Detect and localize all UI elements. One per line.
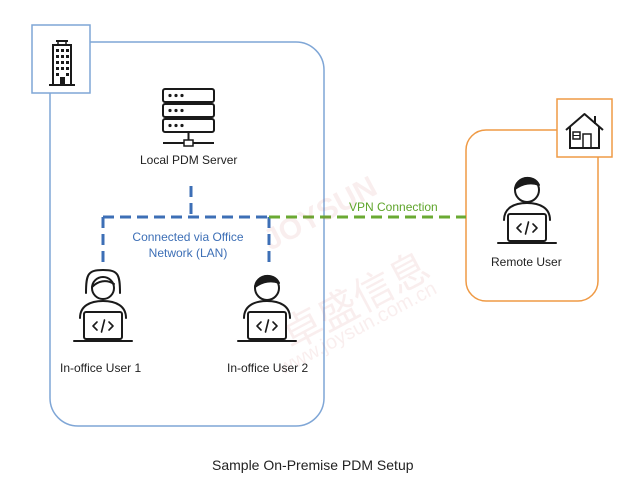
vpn-connection-label: VPN Connection <box>349 200 438 214</box>
house-icon <box>556 98 613 158</box>
building-icon <box>31 24 91 94</box>
office-boundary <box>49 41 325 427</box>
remote-user-laptop-icon <box>497 177 557 244</box>
user2-laptop-icon <box>237 275 297 342</box>
lan-label-line2: Network (LAN) <box>148 246 228 260</box>
diagram-caption: Sample On-Premise PDM Setup <box>212 457 414 473</box>
lan-label-line1: Connected via Office <box>132 230 244 244</box>
lan-connection-line <box>101 186 271 268</box>
server-icon <box>162 88 215 147</box>
lan-connection-label: Connected via Office Network (LAN) <box>120 229 256 261</box>
server-label: Local PDM Server <box>140 153 238 167</box>
remote-user-label: Remote User <box>491 255 562 269</box>
user1-laptop-icon <box>73 269 133 342</box>
user2-label: In-office User 2 <box>227 361 309 375</box>
user1-label: In-office User 1 <box>60 361 142 375</box>
